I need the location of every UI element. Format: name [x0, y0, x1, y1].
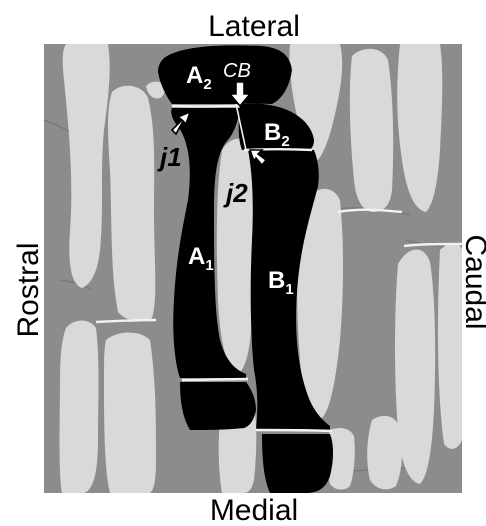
lateral-label: Lateral [208, 10, 300, 43]
segment-a1-letter: A [188, 243, 205, 270]
segment-a1-subscript: 1 [205, 257, 213, 274]
cell-b1-lower [262, 434, 333, 493]
segment-b1-subscript: 1 [285, 281, 293, 298]
medial-label: Medial [210, 494, 298, 526]
cell-a1-lower [180, 382, 256, 430]
cb-label: CB [223, 60, 251, 82]
junction-j1-label: j1 [157, 142, 182, 172]
segment-b2-letter: B [264, 119, 281, 146]
segment-b1-letter: B [268, 267, 285, 294]
caudal-label: Caudal [459, 234, 486, 329]
junction-j2-label: j2 [223, 178, 248, 208]
segment-a2-subscript: 2 [203, 76, 211, 93]
segment-a2-letter: A [186, 62, 203, 89]
segment-b2-subscript: 2 [281, 133, 289, 150]
rostral-label: Rostral [12, 242, 45, 337]
